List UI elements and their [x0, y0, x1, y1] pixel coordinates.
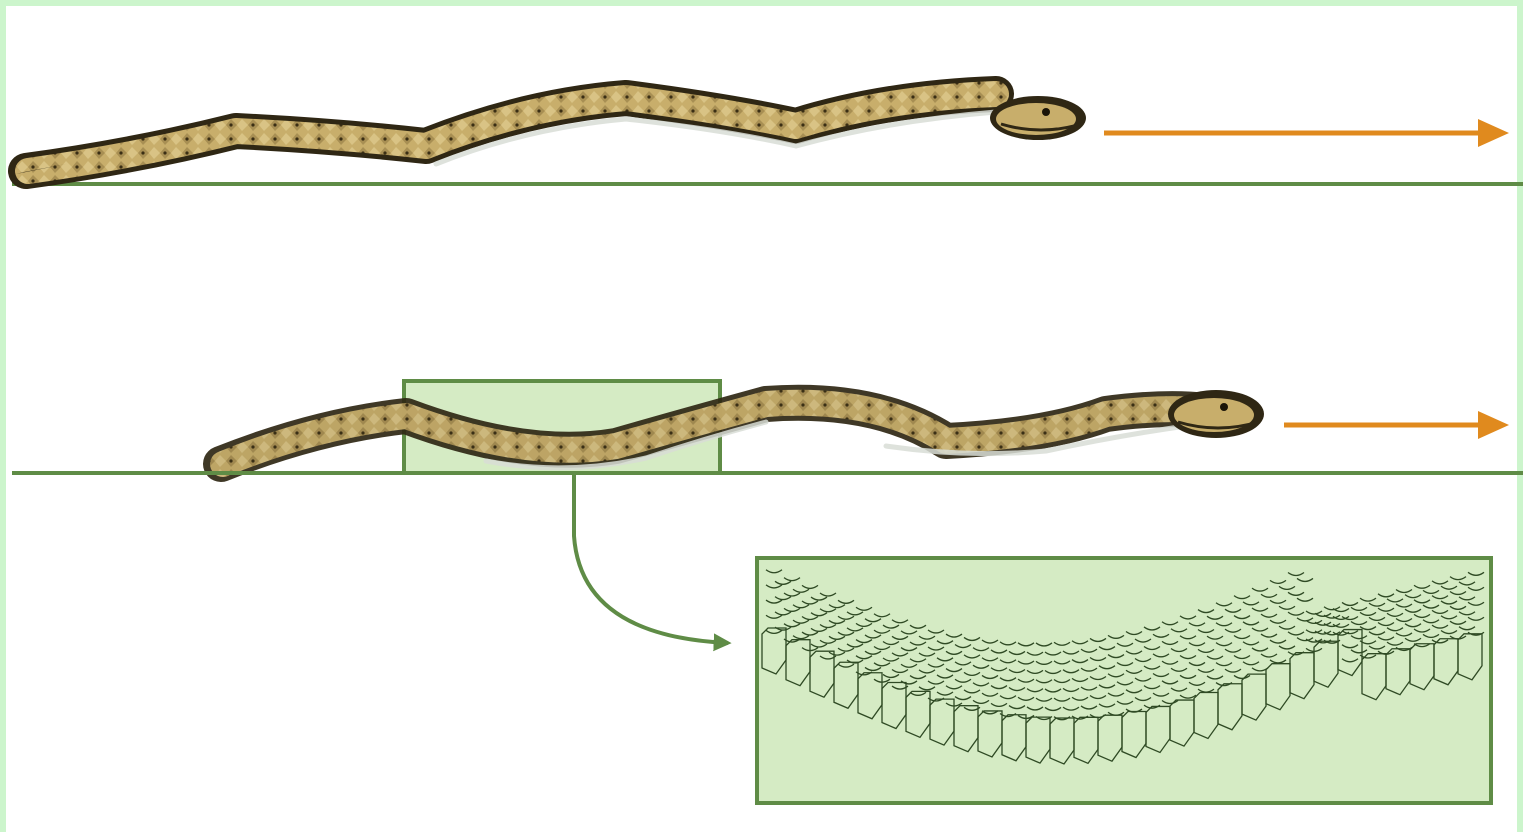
snake-middle-eye [1220, 403, 1228, 411]
snake-top-head [990, 96, 1086, 140]
inset-box [757, 558, 1491, 803]
motion-arrow-middle [1284, 411, 1509, 439]
callout-connector-arrow [574, 473, 728, 643]
snake-top-eye [1042, 108, 1050, 116]
snake-middle [221, 390, 1264, 468]
snake-middle-head [1168, 390, 1264, 438]
snake-top [16, 94, 1086, 174]
panel-top [12, 94, 1523, 184]
motion-arrow-top [1104, 119, 1509, 147]
inset-closeup [757, 558, 1491, 803]
panel-middle [12, 381, 1523, 473]
diagram-canvas [6, 6, 1523, 838]
